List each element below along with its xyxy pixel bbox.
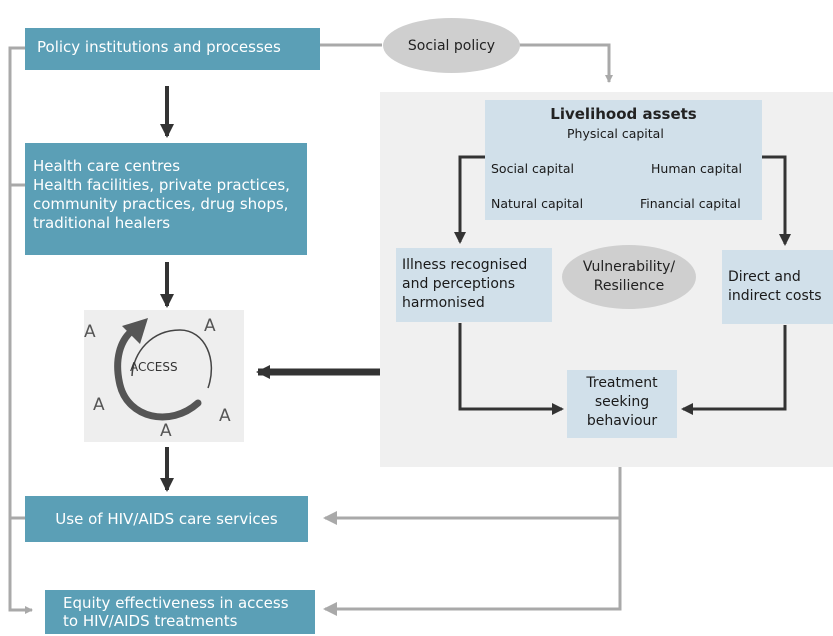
treatment-box: Treatment seeking behaviour: [567, 370, 677, 438]
illness-to-treatment-arrow: [458, 323, 564, 415]
physical-capital-label: Physical capital: [567, 126, 664, 141]
equity-box: Equity effectiveness in access to HIV/AI…: [45, 590, 315, 634]
human-capital-label: Human capital: [651, 161, 743, 176]
access-letter-a-2: A: [204, 316, 216, 336]
access-letter-a-3: A: [93, 395, 105, 415]
access-label: ACCESS: [130, 360, 178, 374]
policy-institutions-box: Policy institutions and processes: [25, 28, 320, 70]
access-letter-a-4: A: [219, 406, 231, 426]
vulnerability-ellipse: Vulnerability/ Resilience: [562, 245, 696, 309]
social-capital-label: Social capital: [491, 161, 575, 176]
illness-box: Illness recognised and perceptions harmo…: [396, 248, 552, 322]
costs-box: Direct and indirect costs: [722, 250, 833, 324]
health-care-centres-box: Health care centres Health facilities, p…: [25, 143, 307, 255]
health-care-centres-title: Health care centres: [33, 157, 181, 175]
panel-to-equity-arrow: [323, 518, 622, 616]
costs-to-treatment-arrow: [681, 325, 787, 415]
access-cycle-thick: [114, 326, 202, 421]
policy-institutions-label: Policy institutions and processes: [37, 38, 281, 56]
financial-capital-label: Financial capital: [640, 196, 741, 211]
access-cycle-arrow: [131, 329, 213, 389]
assets-to-costs-arrow: [762, 155, 791, 246]
livelihood-assets-box: [485, 100, 762, 220]
use-of-services-box: Use of HIV/AIDS care services: [25, 496, 308, 542]
health-care-centres-detail: Health facilities, private practices, co…: [33, 176, 290, 232]
access-letter-a-5: A: [160, 421, 172, 441]
natural-capital-label: Natural capital: [491, 196, 584, 211]
access-letter-a-1: A: [84, 322, 96, 342]
livelihood-assets-title: Livelihood assets: [550, 105, 697, 123]
access-cycle-head: [122, 318, 148, 344]
assets-to-illness-arrow: [454, 155, 486, 244]
social-policy-label: Social policy: [407, 37, 496, 54]
use-of-services-label: Use of HIV/AIDS care services: [55, 510, 278, 528]
left-bracket-line: [8, 46, 33, 614]
social-policy-ellipse: Social policy: [383, 18, 520, 73]
social-to-panel-arrow: [519, 43, 613, 83]
panel-to-use-arrow: [323, 467, 622, 525]
